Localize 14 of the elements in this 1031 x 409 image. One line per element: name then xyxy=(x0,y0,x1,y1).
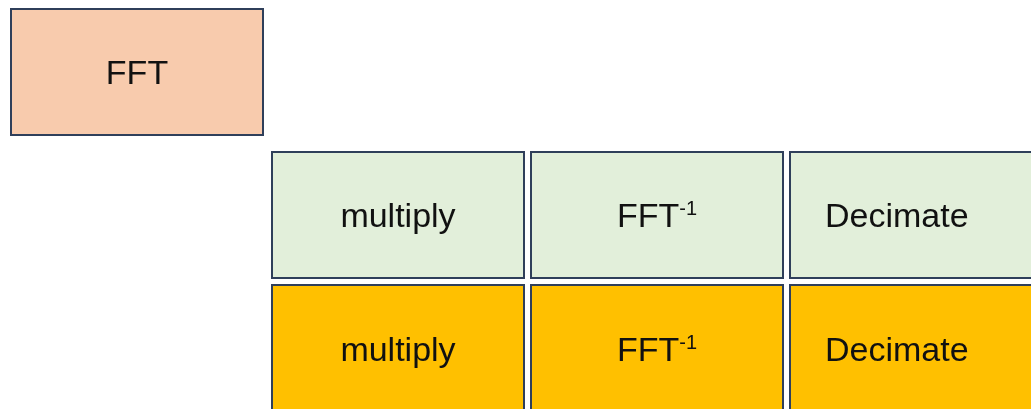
process-box xyxy=(10,8,264,136)
box-label: multiply xyxy=(340,195,456,235)
process-box xyxy=(789,151,1031,279)
process-box xyxy=(530,284,784,409)
box-label: Decimate xyxy=(825,195,969,235)
box-label: Decimate xyxy=(825,329,969,369)
process-box xyxy=(789,284,1031,409)
process-box xyxy=(271,284,525,409)
box-label: FFT$^{-1}$ xyxy=(616,195,698,235)
process-box xyxy=(271,151,525,279)
box-label: multiply xyxy=(340,329,456,369)
box-label: FFT$^{-1}$ xyxy=(616,329,698,369)
process-box xyxy=(530,151,784,279)
box-label: FFT xyxy=(105,52,169,92)
